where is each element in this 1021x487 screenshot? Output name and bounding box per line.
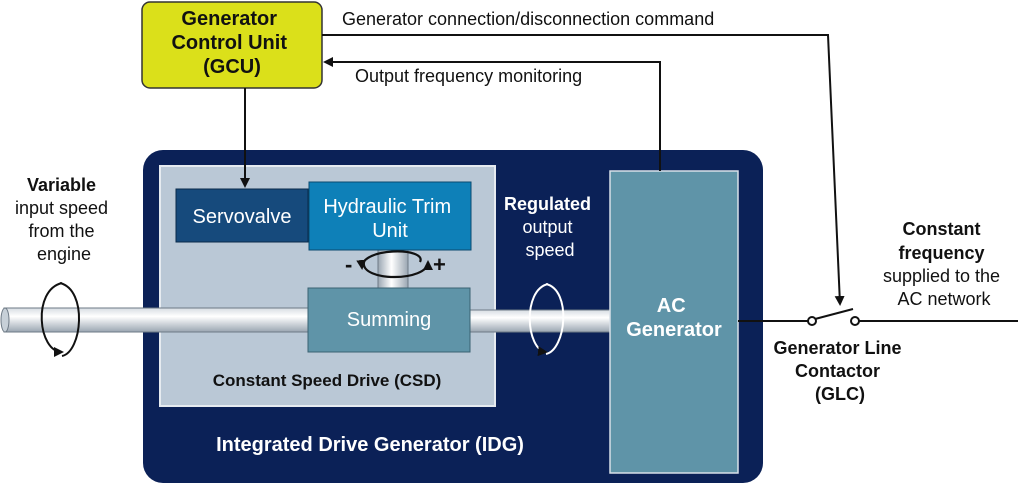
input-shaft-end — [0, 307, 10, 333]
output-shaft — [469, 309, 611, 333]
glc-line2: Contactor — [795, 361, 880, 381]
servovalve-label: Servovalve — [193, 206, 292, 228]
input-speed-label: Variable input speed from the engine — [15, 175, 113, 264]
gcu-block — [141, 1, 323, 89]
hydraulic-trim-unit-block — [308, 181, 472, 251]
hydraulic-trim-unit-label: Hydraulic Trim Unit — [323, 196, 456, 242]
ac-generator-block — [609, 170, 739, 474]
trim-shaft — [377, 249, 409, 291]
input-line3: from the — [28, 221, 94, 241]
contactor-terminal-right — [850, 316, 860, 326]
contactor-switch-blade — [814, 308, 854, 320]
minus-sign: - — [345, 252, 352, 277]
trim-label-line2: Unit — [372, 220, 408, 242]
network-label: Constant frequency supplied to the AC ne… — [883, 219, 1005, 309]
input-rotation-icon-back — [59, 282, 80, 357]
input-line1: Variable — [27, 175, 96, 195]
output-speed-label: Regulated output speed — [504, 194, 596, 260]
output-rotation-icon — [528, 283, 549, 357]
output-line1: Regulated — [504, 194, 591, 214]
ac-generator-label: AC Generator — [626, 295, 722, 341]
idg-label: Integrated Drive Generator (IDG) — [216, 434, 524, 456]
glc-line3: (GLC) — [815, 384, 865, 404]
ac-generator-line1: AC — [657, 295, 686, 317]
input-line4: engine — [37, 244, 91, 264]
output-line3: speed — [525, 240, 574, 260]
summing-label: Summing — [347, 309, 431, 331]
gcu-line3: (GCU) — [203, 56, 261, 78]
summing-block — [307, 287, 471, 353]
glc-label: Generator Line Contactor (GLC) — [773, 338, 906, 404]
network-line4: AC network — [897, 289, 991, 309]
output-rotation-icon-back — [545, 283, 565, 355]
glc-line1: Generator Line — [773, 338, 901, 358]
csd-label: Constant Speed Drive (CSD) — [213, 371, 442, 390]
connection-command-label: Generator connection/disconnection comma… — [342, 9, 714, 29]
input-shaft — [3, 307, 311, 333]
plus-sign: + — [433, 252, 446, 277]
gcu-line2: Control Unit — [171, 32, 287, 54]
network-line3: supplied to the — [883, 266, 1000, 286]
input-rotation-icon — [40, 282, 64, 357]
gcu-label: Generator Control Unit (GCU) — [171, 8, 292, 78]
servovalve-block — [175, 188, 309, 243]
network-line2: frequency — [898, 243, 984, 263]
contactor-terminal-left — [807, 316, 817, 326]
input-line2: input speed — [15, 198, 108, 218]
frequency-monitoring-label: Output frequency monitoring — [355, 66, 582, 86]
trim-rotation-icon-back — [356, 250, 422, 270]
frequency-monitoring-arrow — [323, 57, 661, 171]
gcu-line1: Generator — [181, 8, 277, 30]
trim-label-line1: Hydraulic Trim — [323, 196, 451, 218]
ac-generator-line2: Generator — [626, 319, 722, 341]
output-line2: output — [522, 217, 572, 237]
network-line1: Constant — [902, 219, 980, 239]
connection-command-arrow — [322, 34, 845, 306]
